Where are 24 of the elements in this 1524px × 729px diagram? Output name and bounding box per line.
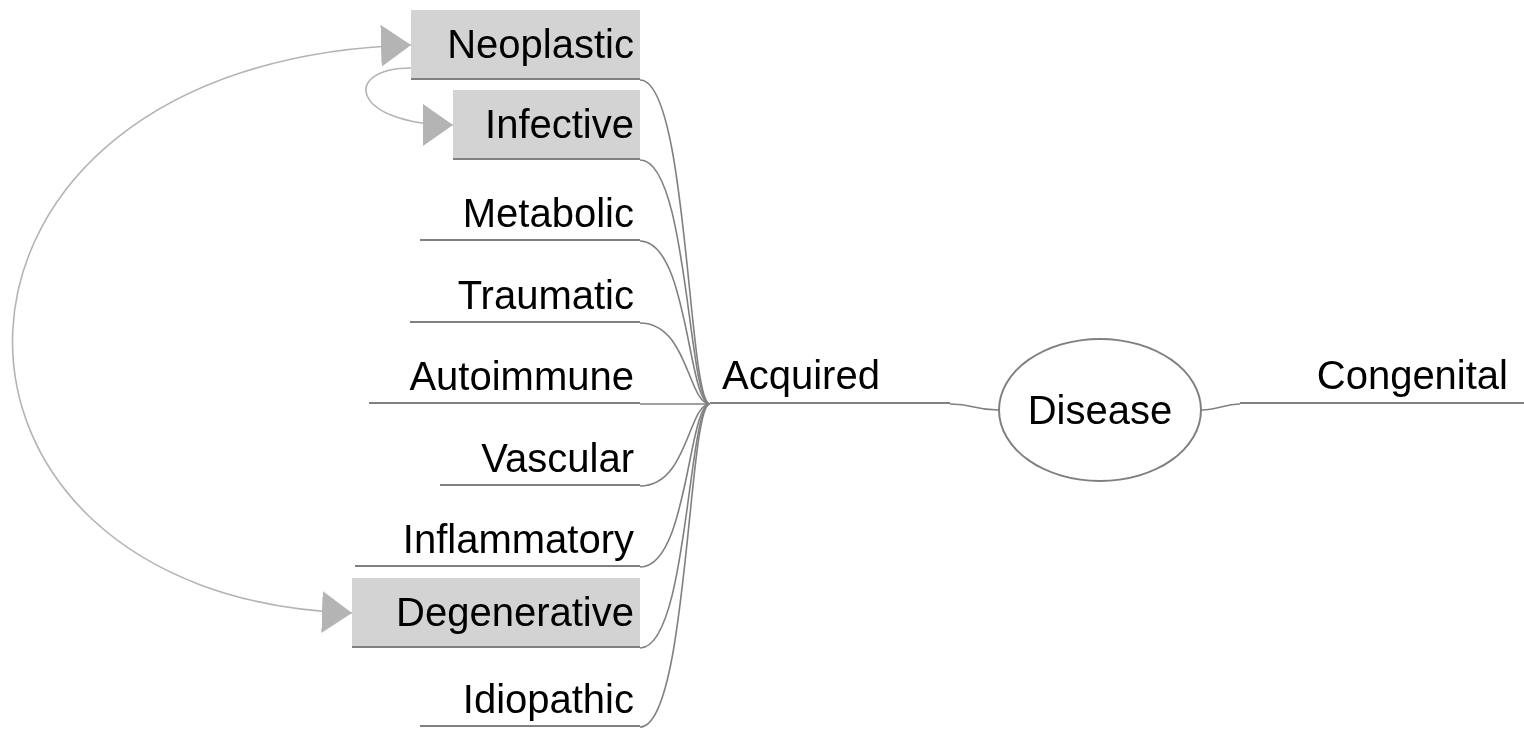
topic-label: Degenerative xyxy=(396,592,634,632)
branch-line xyxy=(639,240,711,405)
topic-label: Disease xyxy=(1027,390,1173,430)
branch-line xyxy=(639,403,711,568)
topic-label: Inflammatory xyxy=(402,518,634,559)
topic-label: Autoimmune xyxy=(409,355,634,396)
topic-label: Vascular xyxy=(481,437,634,478)
topic-label: Traumatic xyxy=(457,274,634,315)
branch-line xyxy=(1201,403,1241,411)
topic-label: Idiopathic xyxy=(462,678,634,719)
highlighted-topic xyxy=(453,90,640,160)
branch-line xyxy=(639,403,711,649)
branch-line xyxy=(639,403,711,728)
highlighted-topic xyxy=(411,10,640,80)
branch-line xyxy=(639,79,711,405)
topic-label: Congenital xyxy=(1316,355,1508,395)
relationship-arrow xyxy=(12,27,412,630)
topic-label: Metabolic xyxy=(462,192,634,233)
highlighted-topic xyxy=(352,578,640,648)
branch-line xyxy=(949,403,999,411)
topic-label: Infective xyxy=(485,104,634,144)
relationship-arrow xyxy=(365,67,454,145)
topic-label: Acquired xyxy=(722,355,880,395)
topic-label: Neoplastic xyxy=(447,24,634,64)
